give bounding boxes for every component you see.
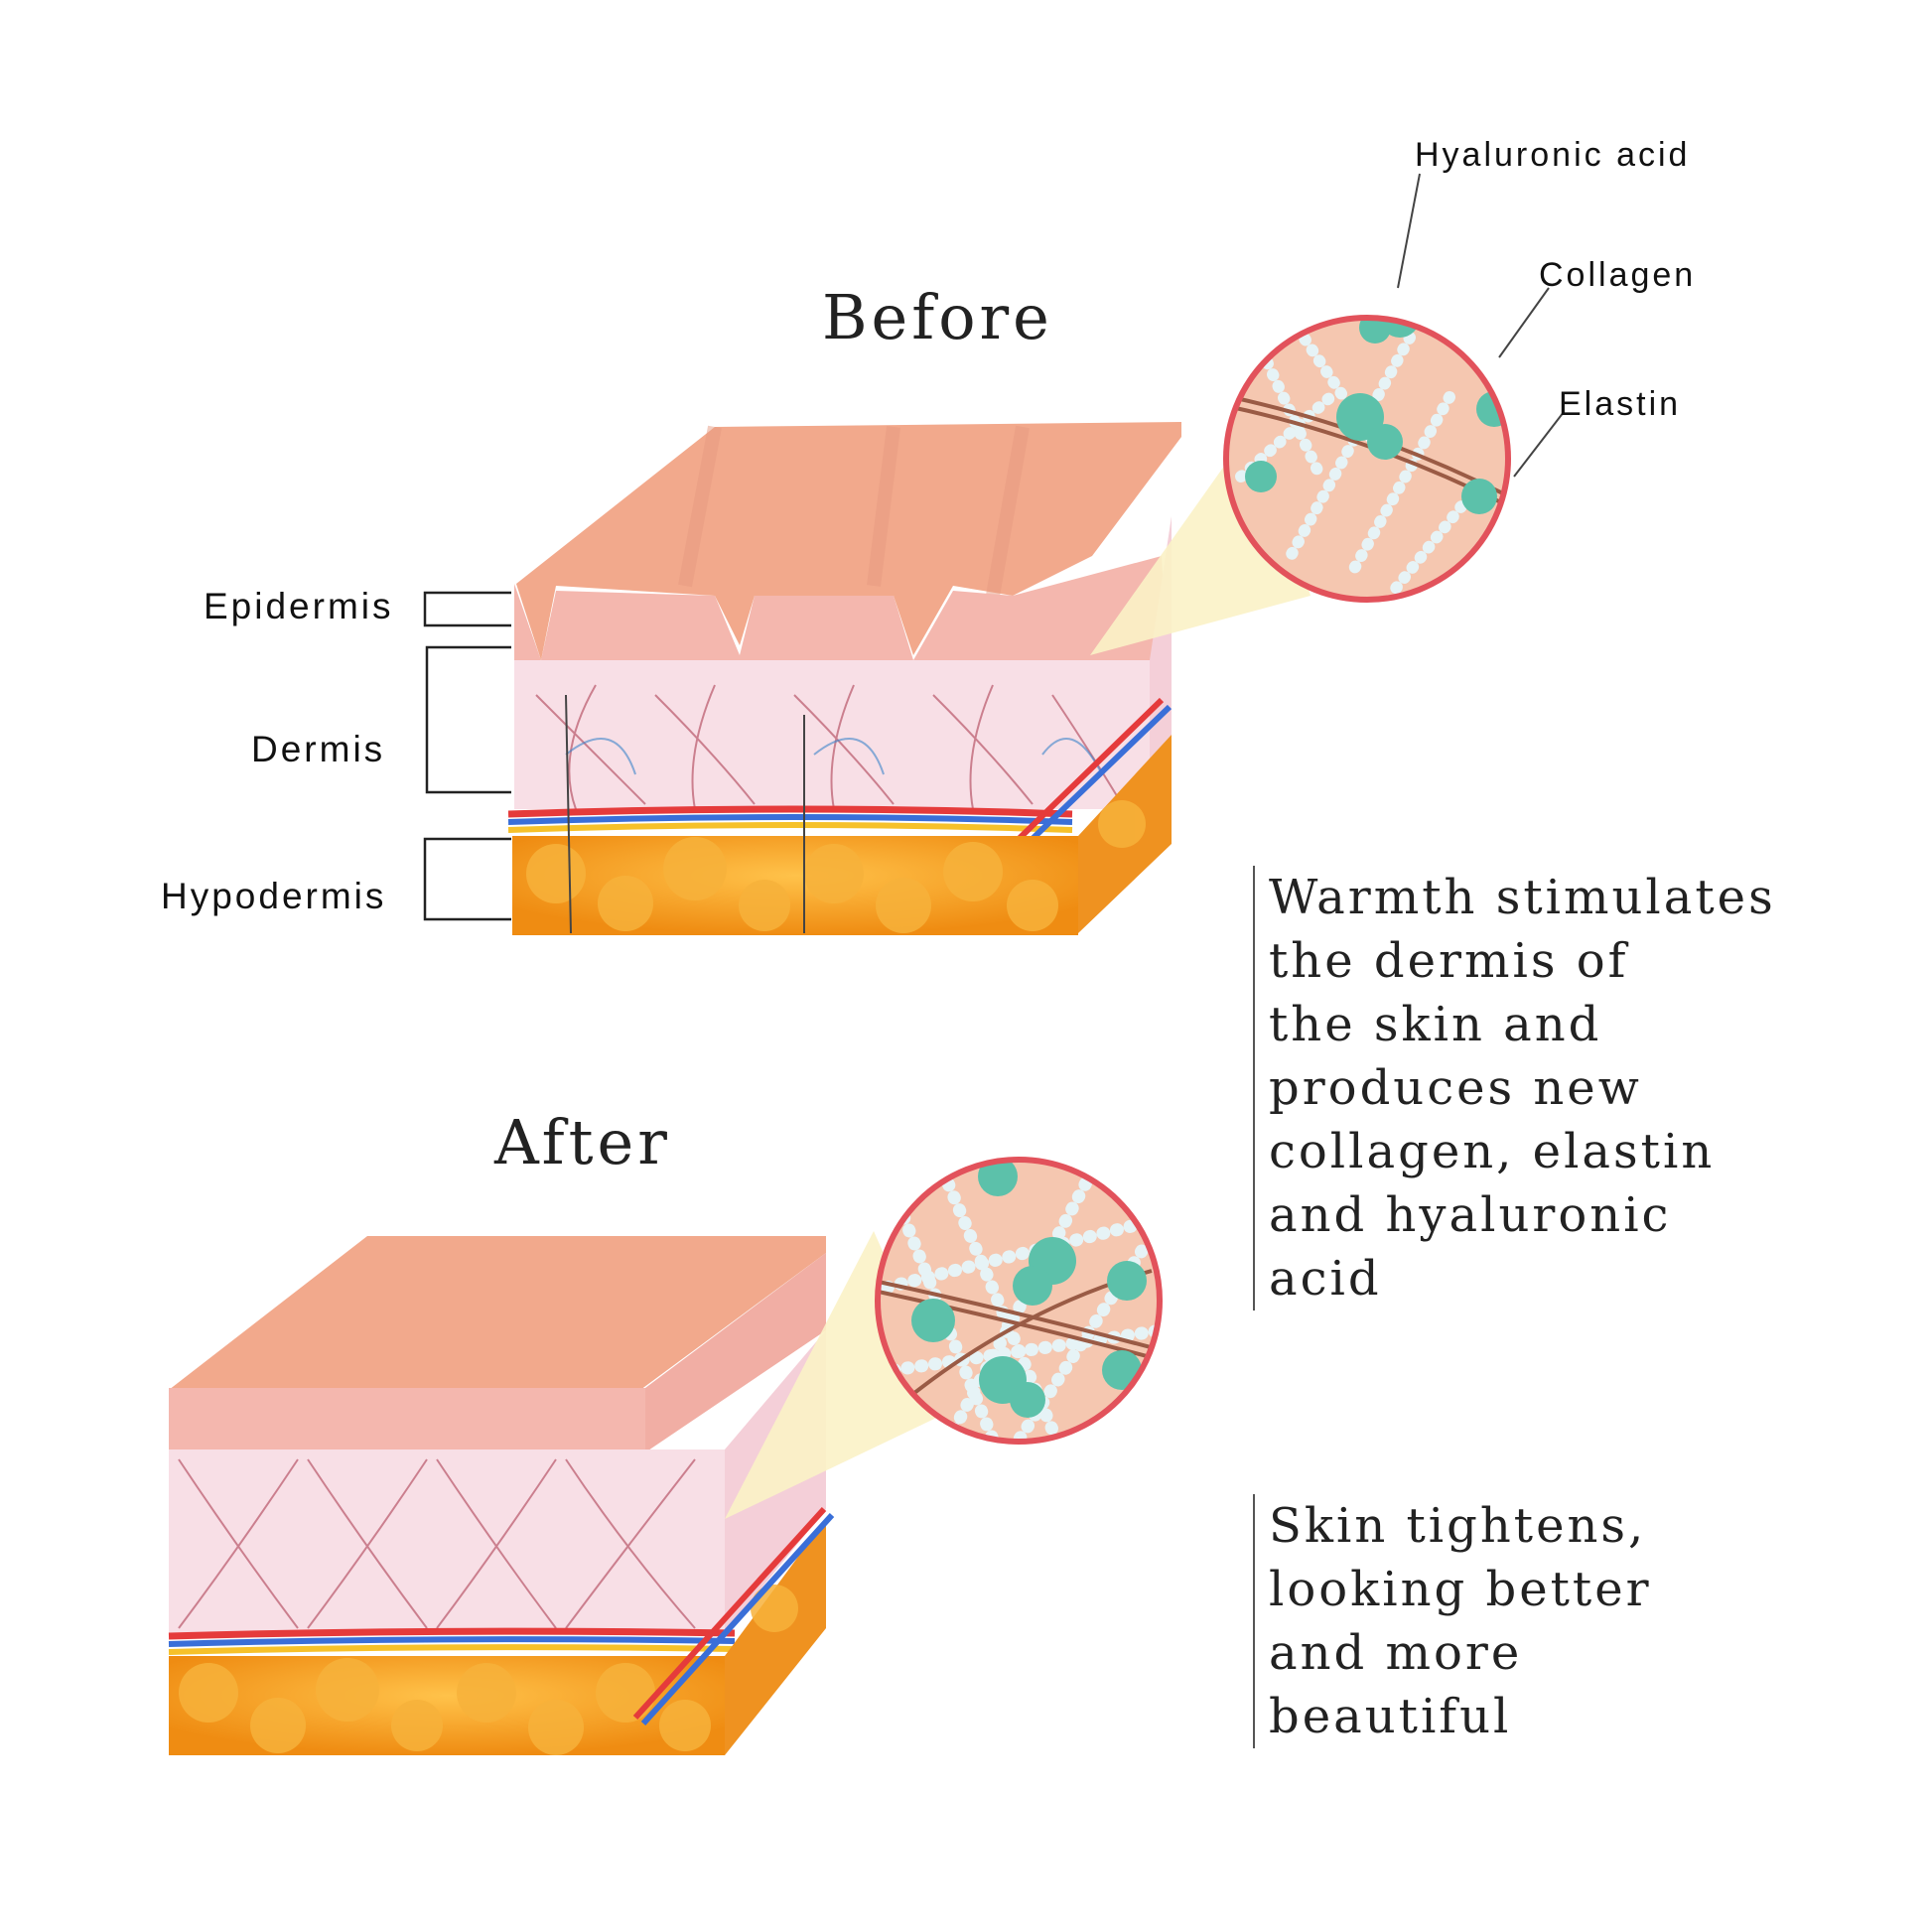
hypodermis-bracket [423, 837, 511, 921]
dermis-bracket [425, 645, 511, 794]
before-title: Before [822, 281, 1053, 353]
elastin-leader-line [1513, 411, 1565, 478]
after-epidermis [169, 1388, 645, 1452]
before-magnified-circle [1223, 315, 1511, 603]
hypodermis-label: Hypodermis [161, 876, 387, 916]
warmth-caption-line: collagen, elastin [1269, 1124, 1716, 1179]
tightens-caption: Skin tightens, looking better and more b… [1253, 1494, 1652, 1748]
elastin-label: Elastin [1559, 385, 1682, 423]
warmth-caption-line: the skin and [1269, 997, 1602, 1052]
collagen-leader-line [1498, 287, 1550, 358]
epidermis-label: Epidermis [204, 586, 394, 626]
after-magnified-circle [875, 1157, 1163, 1445]
warmth-caption-line: produces new [1269, 1060, 1642, 1116]
dermis-label: Dermis [251, 729, 386, 769]
after-skin-surface [169, 1236, 826, 1390]
tightens-caption-line: and more [1269, 1625, 1523, 1681]
tightens-caption-line: Skin tightens, [1269, 1498, 1647, 1554]
collagen-label: Collagen [1539, 256, 1697, 294]
after-title: After [494, 1106, 671, 1178]
warmth-caption-line: acid [1269, 1251, 1382, 1307]
hyaluronic-acid-leader-line [1397, 173, 1421, 289]
epidermis-bracket [423, 591, 511, 627]
after-dermis [169, 1449, 725, 1633]
warmth-caption-line: and hyaluronic [1269, 1187, 1672, 1243]
warmth-caption-line: the dermis of [1269, 933, 1629, 989]
before-skin-block [507, 422, 1181, 935]
tightens-caption-line: beautiful [1269, 1689, 1512, 1744]
warmth-caption-line: Warmth stimulates [1269, 870, 1776, 925]
warmth-caption: Warmth stimulates the dermis of the skin… [1253, 866, 1776, 1311]
after-skin-block [168, 1236, 835, 1755]
hyaluronic-acid-label: Hyaluronic acid [1415, 136, 1691, 174]
tightens-caption-line: looking better [1269, 1562, 1652, 1617]
